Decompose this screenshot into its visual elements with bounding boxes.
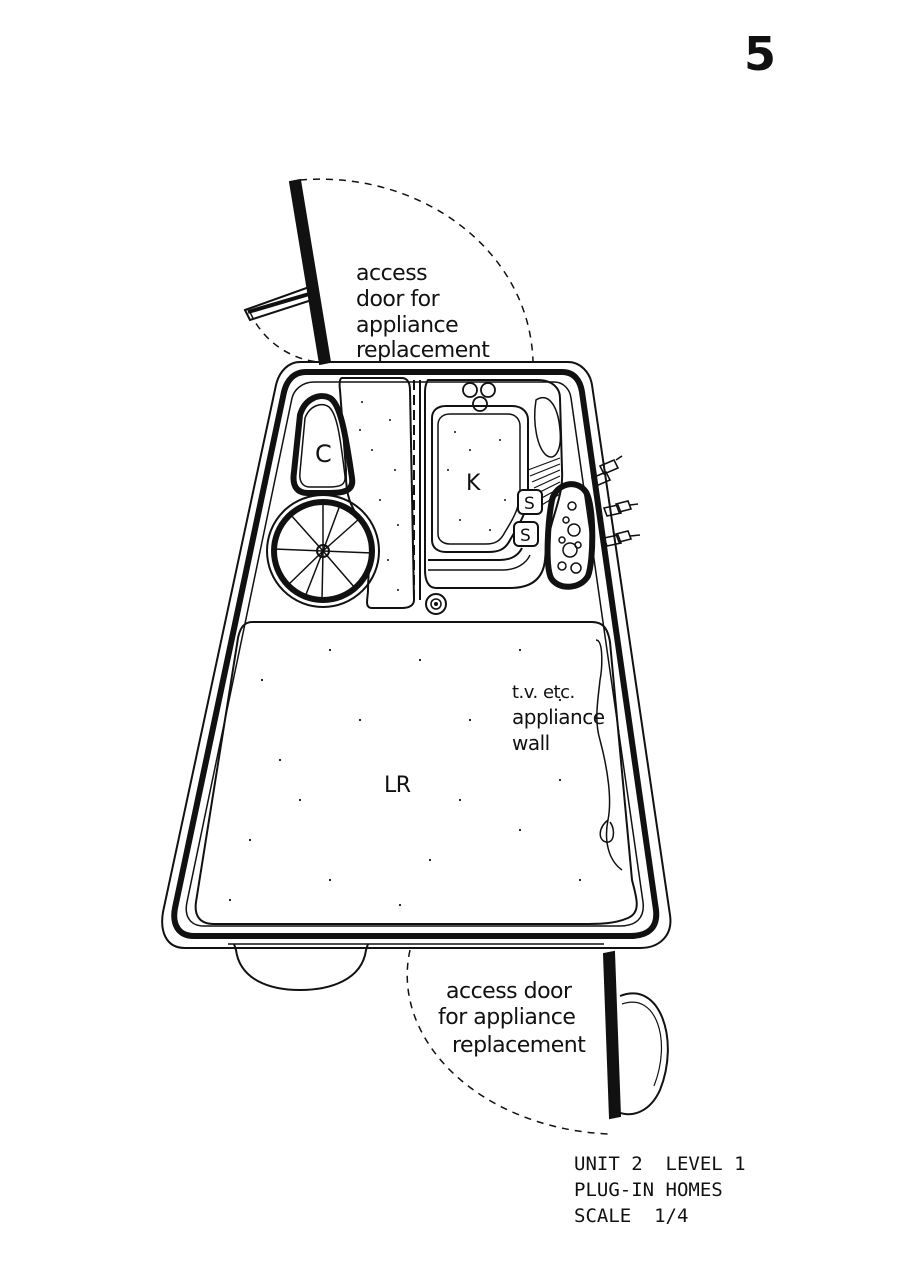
living-room	[194, 621, 638, 925]
counter-hatching	[413, 380, 421, 600]
top-access-door	[243, 178, 534, 366]
living-room-label: LR	[384, 773, 411, 798]
bottom-door-line-3: replacement	[452, 1033, 586, 1058]
appliance-wall-annotation: t.v. etc. appliance wall	[512, 682, 605, 755]
kitchen-dots	[447, 431, 506, 531]
bottom-bay	[228, 943, 604, 992]
counter-dots	[359, 401, 399, 591]
bath-pod	[544, 481, 596, 590]
title-block-line-3: SCALE 1/4	[574, 1205, 688, 1227]
appliance-wall-line-3: wall	[512, 731, 550, 755]
title-block: UNIT 2 LEVEL 1 PLUG-IN HOMES SCALE 1/4	[574, 1153, 746, 1227]
title-block-line-2: PLUG-IN HOMES	[574, 1179, 723, 1201]
kitchen-label: K	[466, 471, 481, 496]
sink-2-label: S	[520, 526, 530, 546]
sink-1-label: S	[524, 494, 534, 514]
top-door-line-4: replacement	[356, 338, 490, 363]
appliance-wall-line-1: t.v. etc.	[512, 682, 575, 703]
top-door-annotation: access door for appliance replacement	[356, 261, 491, 363]
bottom-door-line-1: access door	[446, 979, 573, 1004]
top-door-line-1: access	[356, 261, 427, 286]
appliance-wall-line-2: appliance	[512, 705, 605, 729]
bottom-door-annotation: access door for appliance replacement	[438, 979, 587, 1058]
living-room-dots	[228, 648, 582, 907]
closet-label: C	[315, 440, 331, 468]
top-door-line-3: appliance	[356, 313, 458, 338]
counter-strip	[338, 377, 416, 609]
title-block-line-1: UNIT 2 LEVEL 1	[574, 1153, 746, 1175]
sink-1: S	[517, 489, 543, 515]
bottom-door-line-2: for appliance	[438, 1005, 575, 1030]
top-door-line-2: door for	[356, 287, 441, 312]
bottom-access-door	[406, 949, 669, 1135]
outer-shell	[161, 361, 672, 949]
sink-2: S	[513, 521, 539, 547]
plug-connectors	[590, 455, 641, 547]
page-number: 5	[744, 27, 776, 81]
round-fixture	[266, 494, 380, 608]
